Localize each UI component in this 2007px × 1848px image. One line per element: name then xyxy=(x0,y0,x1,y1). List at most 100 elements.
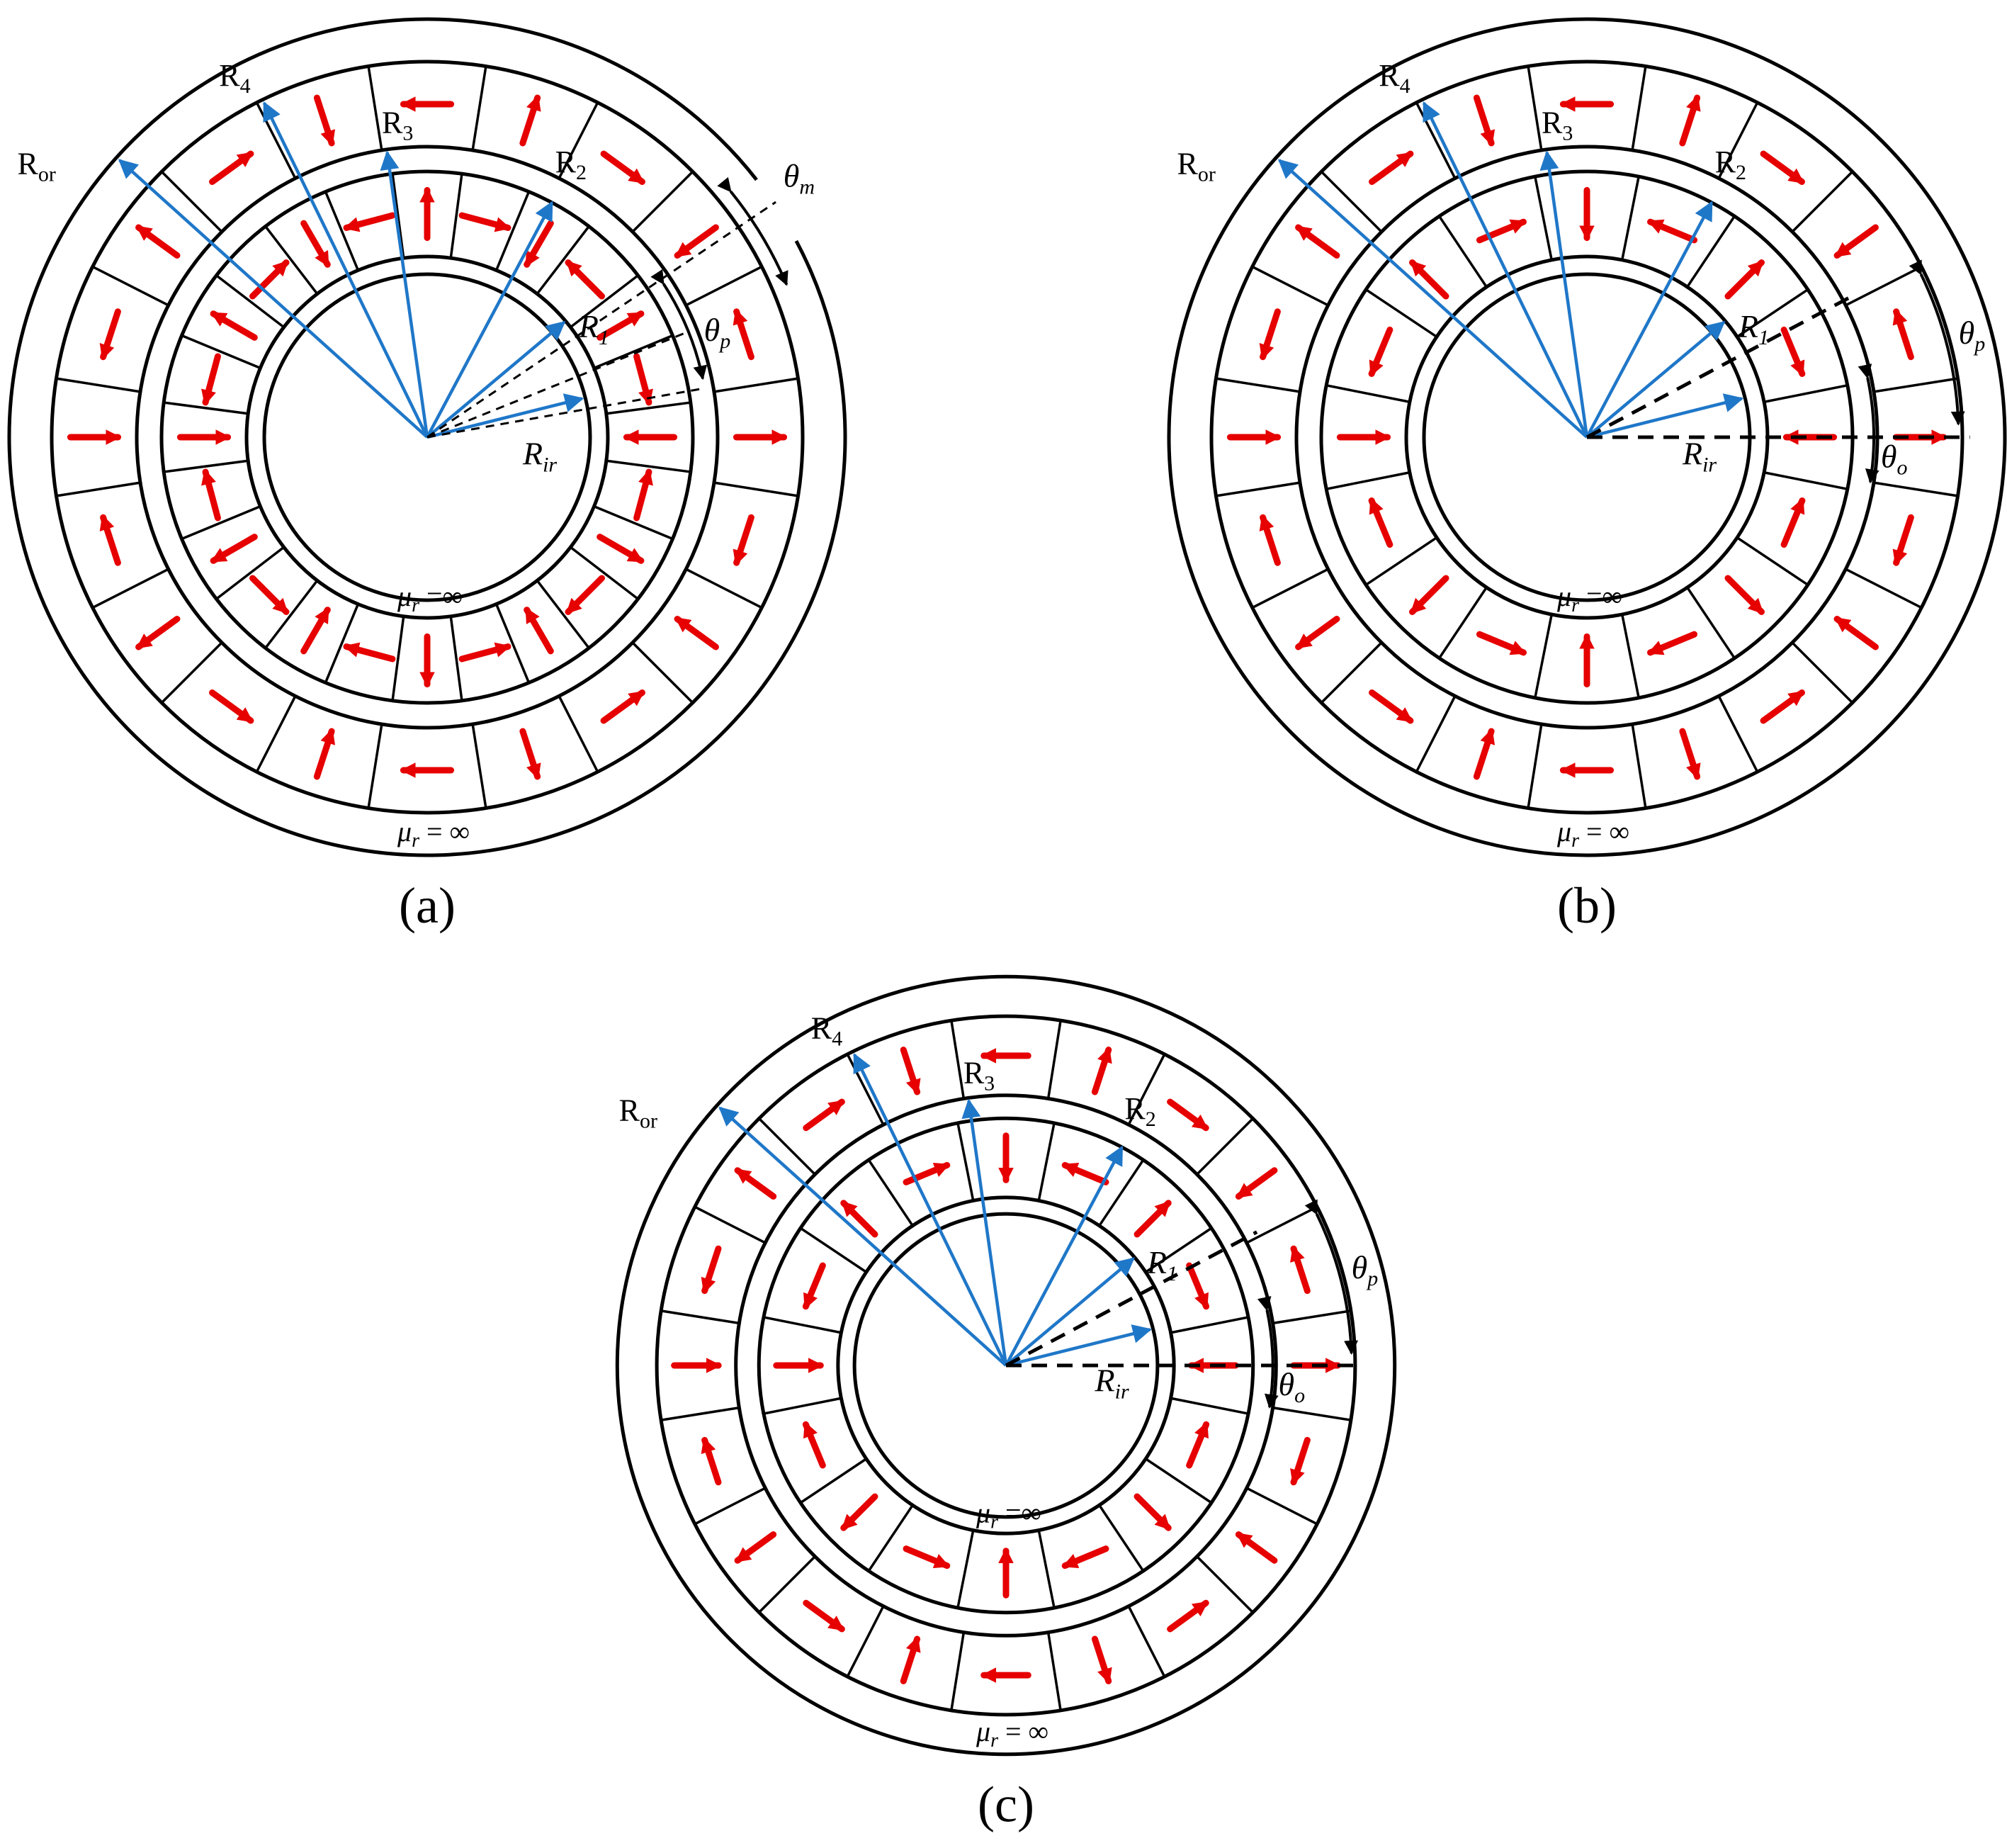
magnet-arrow xyxy=(1061,1545,1109,1570)
outer-segment-divider xyxy=(1845,265,1923,307)
inner-segment-divider xyxy=(867,1159,914,1227)
magnet-arrow xyxy=(1186,1421,1210,1469)
outer-segment-divider xyxy=(694,1487,767,1526)
magnet-arrow xyxy=(803,1098,845,1132)
magnet-arrow xyxy=(300,220,331,268)
magnet-arrow xyxy=(1679,728,1701,780)
magnet-arrow xyxy=(209,150,254,186)
angle-label-theta-m: θm xyxy=(784,157,815,198)
outer-segment-divider xyxy=(1845,568,1923,609)
r3-vector xyxy=(380,150,429,438)
magnet-arrow xyxy=(1409,575,1449,615)
inner-segment-divider xyxy=(1170,1316,1249,1334)
inner-segment-divider xyxy=(1037,1530,1056,1608)
magnet-arrow xyxy=(734,1167,777,1200)
label-r-ir: Rir xyxy=(1682,436,1717,477)
inner-segment-divider xyxy=(536,225,590,295)
magnet-arrow xyxy=(734,1531,777,1564)
outer-segment-divider xyxy=(1245,1205,1318,1244)
ir-circle xyxy=(262,272,592,602)
outer-segment-divider xyxy=(1251,568,1329,609)
outer-segment-divider xyxy=(631,170,694,233)
inner-segment-divider xyxy=(264,225,319,295)
magnet-arrow xyxy=(1235,1531,1278,1564)
outer-segment-divider xyxy=(1245,1487,1318,1526)
magnet-arrow xyxy=(1091,1047,1112,1095)
outer-segment-divider xyxy=(1196,1117,1254,1176)
magnet-arrow xyxy=(313,728,336,780)
r1-vector xyxy=(1005,1257,1135,1367)
inner-segment-divider xyxy=(264,580,319,649)
outer-segment-divider xyxy=(685,265,763,307)
angle-label-theta-p: θp xyxy=(1352,1249,1379,1290)
magnet-arrow xyxy=(1133,1493,1172,1531)
magnet-arrow xyxy=(1724,575,1765,615)
magnet-arrow xyxy=(733,514,754,566)
angle-label-theta-o: θo xyxy=(1278,1366,1305,1407)
inner-magnet-arrows xyxy=(1336,186,1838,688)
magnet-arrow xyxy=(1167,1599,1209,1633)
outer-segment-divider xyxy=(1127,1605,1166,1677)
outer-segment-divider xyxy=(631,641,694,704)
r-or-vector xyxy=(1277,159,1588,439)
outer-segment-divider xyxy=(160,641,223,704)
magnet-arrow xyxy=(600,150,645,186)
magnet-arrow xyxy=(1780,497,1806,548)
magnet-arrow xyxy=(519,94,541,147)
magnet-arrow xyxy=(802,1421,826,1469)
inner-segment-divider xyxy=(494,191,531,271)
inner-segment-divider xyxy=(391,173,405,259)
r1-circle xyxy=(244,254,610,620)
r-or-vector xyxy=(118,159,429,439)
mu-outer-label: μr = ∞ xyxy=(397,816,470,852)
r4-circle xyxy=(1209,60,1964,815)
magnet-arrow xyxy=(1473,728,1496,780)
label-r4: R4 xyxy=(1379,58,1410,98)
inner-segment-divider xyxy=(1170,1397,1249,1415)
magnet-arrow xyxy=(674,616,719,650)
outer-segment-divider xyxy=(558,101,599,179)
magnet-arrow xyxy=(701,1245,722,1295)
inner-segment-divider xyxy=(570,274,639,329)
magnet-arrow xyxy=(135,224,181,259)
r2-vector xyxy=(1585,201,1714,439)
outer-segment-divider xyxy=(91,568,169,609)
inner-segment-divider xyxy=(1365,288,1437,338)
magnet-arrow xyxy=(458,642,511,663)
inner-segment-divider xyxy=(1736,536,1809,586)
magnet-arrow xyxy=(1833,224,1879,259)
label-r-or: Ror xyxy=(619,1093,657,1133)
inner-segment-divider xyxy=(1621,614,1640,699)
magnet-arrow xyxy=(1476,631,1527,656)
inner-segment-divider xyxy=(1325,384,1410,403)
magnet-arrow xyxy=(1760,689,1805,724)
panel-caption: (b) xyxy=(1557,877,1617,934)
inner-segment-divider xyxy=(1037,1122,1056,1201)
outer-segment-divider xyxy=(1415,695,1457,773)
magnet-arrow xyxy=(1679,94,1701,147)
mu-inner-label: μr =∞ xyxy=(397,580,463,616)
r3-circle xyxy=(135,145,720,730)
outer-segment-divider xyxy=(660,1309,740,1325)
magnet-arrow xyxy=(733,308,754,361)
outer-segment-divider xyxy=(1527,723,1543,808)
magnet-arrow xyxy=(1235,1167,1278,1200)
inner-segment-divider xyxy=(1534,176,1553,261)
label-r2: R2 xyxy=(1124,1091,1155,1131)
inner-segment-divider xyxy=(1621,176,1640,261)
magnet-arrow xyxy=(802,1262,826,1310)
label-r1: R1 xyxy=(1738,308,1769,349)
outer-segment-divider xyxy=(1320,170,1383,233)
label-r1: R1 xyxy=(578,308,609,349)
inner-segment-divider xyxy=(449,173,463,259)
outer-segment-divider xyxy=(660,1406,740,1421)
label-r-ir: Rir xyxy=(522,436,557,477)
label-r3: R3 xyxy=(963,1055,995,1095)
r2-circle xyxy=(159,169,695,705)
ir-circle xyxy=(852,1212,1160,1519)
inner-segment-divider xyxy=(1763,384,1848,403)
reference-dashed-line xyxy=(426,387,705,439)
